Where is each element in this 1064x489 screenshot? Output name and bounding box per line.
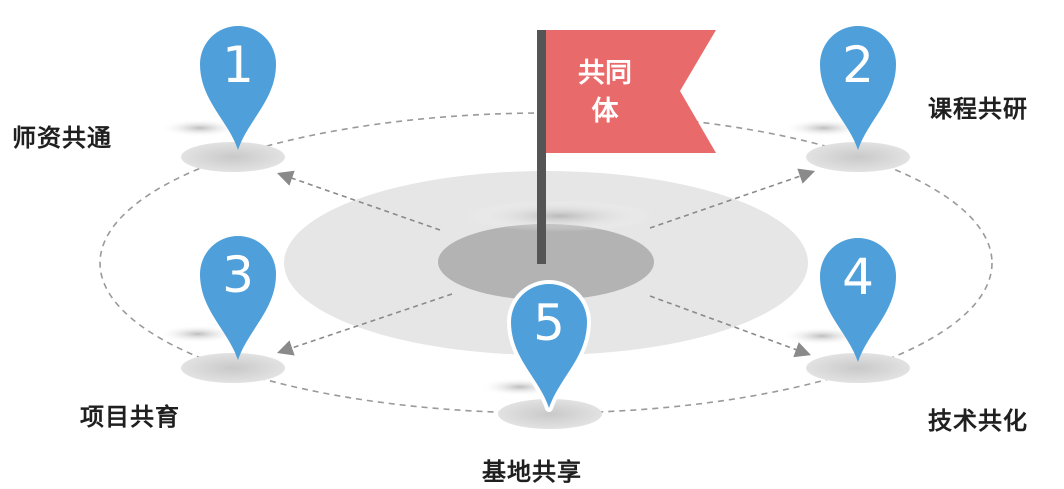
pin-4-number: 4: [842, 248, 874, 306]
flag-pole: [537, 30, 546, 264]
flag-text-line2: 体: [592, 96, 620, 127]
label-pin-2: 课程共研: [928, 95, 1028, 123]
map-pin-4-icon: 4: [820, 238, 896, 362]
map-pin-3-icon: 3: [200, 236, 276, 360]
pad-3: [181, 353, 285, 383]
map-pin-5-icon: 5: [507, 280, 591, 412]
pin-pads: [181, 142, 910, 429]
community-flag: 共同 体: [537, 30, 716, 264]
pin-2-number: 2: [842, 36, 874, 94]
label-pin-1: 师资共通: [12, 124, 112, 152]
pad-1: [181, 142, 285, 172]
map-pin-1-icon: 1: [200, 26, 276, 150]
flag-shadow: [465, 200, 655, 232]
flag-banner: [546, 30, 716, 153]
arrow-to-pin-2: [649, 168, 816, 229]
pin-5-number: 5: [533, 294, 565, 352]
label-pin-4: 技术共化: [928, 407, 1028, 435]
label-pin-3: 项目共育: [80, 403, 180, 431]
pad-2: [806, 142, 910, 172]
label-pin-5: 基地共享: [482, 458, 582, 486]
pad-5: [498, 399, 602, 429]
arrow-to-pin-3: [276, 293, 453, 356]
arrow-to-pin-4: [649, 295, 812, 358]
pad-4: [806, 353, 910, 383]
pin-3-number: 3: [222, 246, 254, 304]
map-pin-2-icon: 2: [820, 26, 896, 150]
pin-1-number: 1: [222, 36, 254, 94]
flag-text-line1: 共同: [578, 58, 632, 89]
arrow-to-pin-1: [276, 170, 441, 231]
